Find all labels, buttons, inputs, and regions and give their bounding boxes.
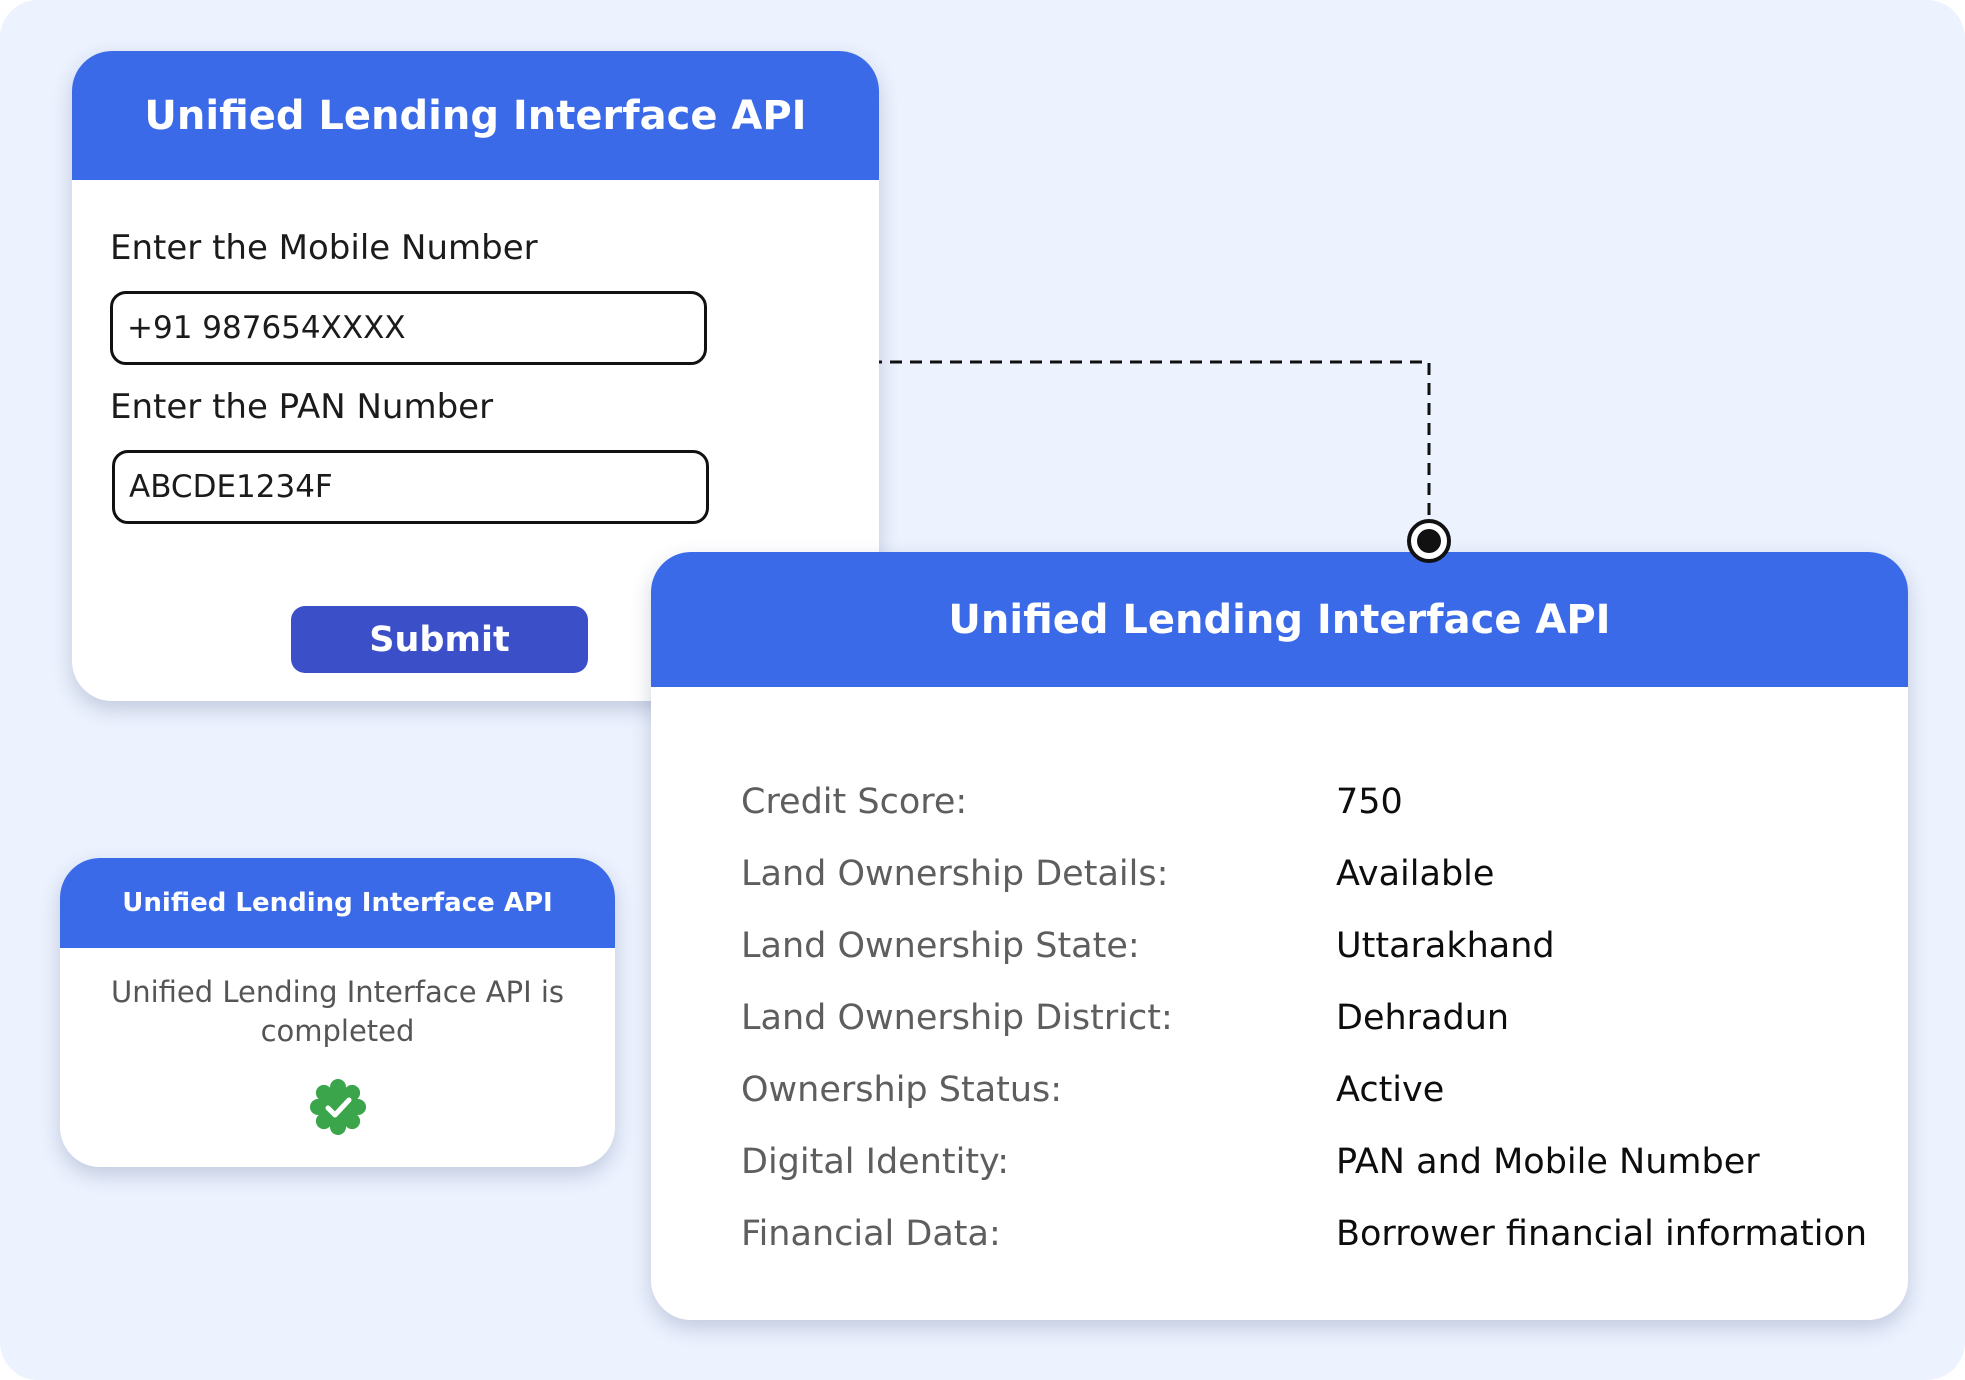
financial-data-label: Financial Data:	[741, 1214, 1001, 1254]
pan-number-label: Enter the PAN Number	[110, 387, 494, 427]
result-card: Unified Lending Interface API Credit Sco…	[651, 552, 1908, 1320]
form-card-title: Unified Lending Interface API	[72, 51, 879, 180]
land-ownership-district-value: Dehradun	[1336, 998, 1510, 1038]
ownership-status-value: Active	[1336, 1070, 1445, 1110]
status-card: Unified Lending Interface API Unified Le…	[60, 858, 615, 1167]
financial-data-row: Financial Data: Borrower financial infor…	[741, 1214, 1901, 1264]
pan-number-input[interactable]	[112, 450, 709, 524]
check-badge-icon	[310, 1079, 366, 1135]
mobile-number-label: Enter the Mobile Number	[110, 228, 538, 268]
land-ownership-district-label: Land Ownership District:	[741, 998, 1173, 1038]
digital-identity-label: Digital Identity:	[741, 1142, 1010, 1182]
status-card-title: Unified Lending Interface API	[60, 858, 615, 948]
credit-score-row: Credit Score: 750	[741, 782, 1901, 832]
status-message: Unified Lending Interface API is complet…	[110, 975, 565, 1048]
land-ownership-state-row: Land Ownership State: Uttarakhand	[741, 926, 1901, 976]
land-ownership-details-row: Land Ownership Details: Available	[741, 854, 1901, 904]
land-ownership-district-row: Land Ownership District: Dehradun	[741, 998, 1901, 1048]
digital-identity-row: Digital Identity: PAN and Mobile Number	[741, 1142, 1901, 1192]
ownership-status-row: Ownership Status: Active	[741, 1070, 1901, 1120]
mobile-number-input[interactable]	[110, 291, 707, 365]
land-ownership-state-label: Land Ownership State:	[741, 926, 1140, 966]
credit-score-label: Credit Score:	[741, 782, 968, 822]
digital-identity-value: PAN and Mobile Number	[1336, 1142, 1760, 1182]
submit-button[interactable]: Submit	[291, 606, 588, 673]
result-card-title: Unified Lending Interface API	[651, 552, 1908, 687]
credit-score-value: 750	[1336, 782, 1403, 822]
land-ownership-details-label: Land Ownership Details:	[741, 854, 1169, 894]
land-ownership-state-value: Uttarakhand	[1336, 926, 1555, 966]
financial-data-value: Borrower financial information	[1336, 1214, 1868, 1254]
ownership-status-label: Ownership Status:	[741, 1070, 1063, 1110]
land-ownership-details-value: Available	[1336, 854, 1495, 894]
